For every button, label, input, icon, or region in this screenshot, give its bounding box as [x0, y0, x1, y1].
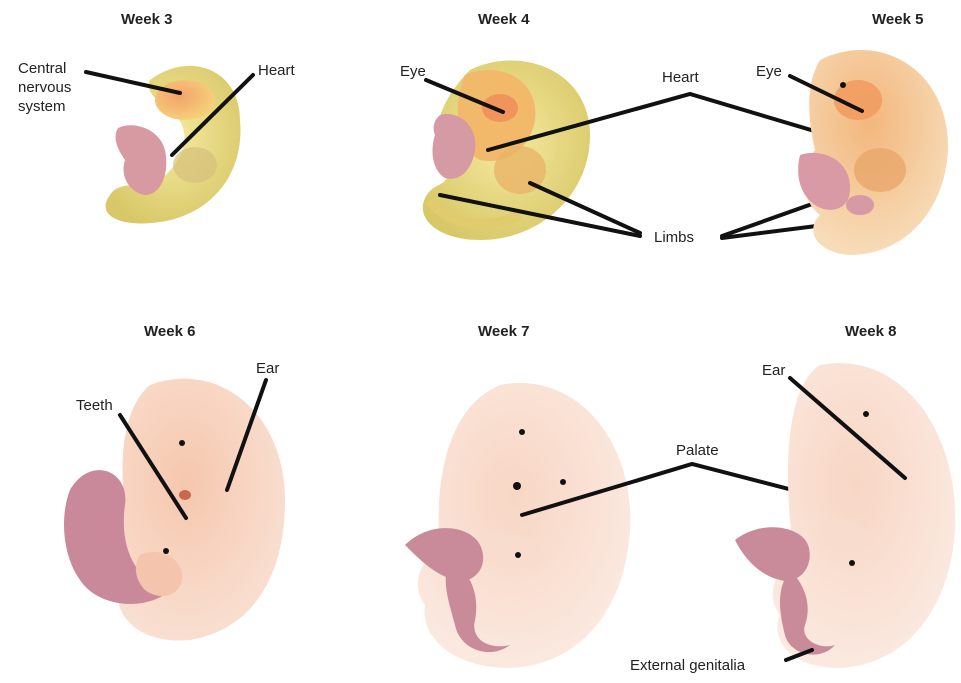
week6-mark-dot	[163, 548, 169, 554]
week6-eye-dot	[179, 440, 185, 446]
week3-cns-label-line2: nervous	[18, 79, 71, 96]
panel-week8: Week 8 Ear External genitalia	[630, 323, 955, 674]
week7-ear-dot	[560, 479, 566, 485]
week4-eye-label: Eye	[400, 63, 426, 80]
week8-title: Week 8	[845, 323, 896, 340]
week7-mark-dot	[515, 552, 521, 558]
week5-eye-label: Eye	[756, 63, 782, 80]
panel-week5: Week 5 Eye	[756, 11, 948, 255]
week7-nostril-dot	[513, 482, 521, 490]
week6-title: Week 6	[144, 323, 195, 340]
week8-ear-label: Ear	[762, 362, 785, 379]
panel-week6: Week 6 Teeth Ear	[64, 323, 285, 641]
week3-cns-label-line1: Central	[18, 60, 66, 77]
week3-title: Week 3	[121, 11, 172, 28]
week7-title: Week 7	[478, 323, 529, 340]
week6-teeth-label: Teeth	[76, 397, 113, 414]
week4-heart-label: Heart	[662, 69, 700, 86]
week4-limbs-label: Limbs	[654, 229, 694, 246]
week6-ear-label: Ear	[256, 360, 279, 377]
week8-genitalia-label: External genitalia	[630, 657, 746, 674]
week3-cns-label-line3: system	[18, 98, 66, 115]
week5-embryo	[798, 50, 948, 255]
week8-mark-dot	[849, 560, 855, 566]
week8-ear-dot	[863, 411, 869, 417]
week8-embryo	[735, 363, 955, 668]
week5-title: Week 5	[872, 11, 923, 28]
panel-week3: Week 3 Central nervous system Heart	[18, 11, 296, 223]
week3-heart-label: Heart	[258, 62, 296, 79]
week5-eye-dot	[840, 82, 846, 88]
week7-embryo	[405, 383, 630, 668]
week7-eye-dot	[519, 429, 525, 435]
week4-title: Week 4	[478, 11, 530, 28]
week7-palate-label: Palate	[676, 442, 719, 459]
